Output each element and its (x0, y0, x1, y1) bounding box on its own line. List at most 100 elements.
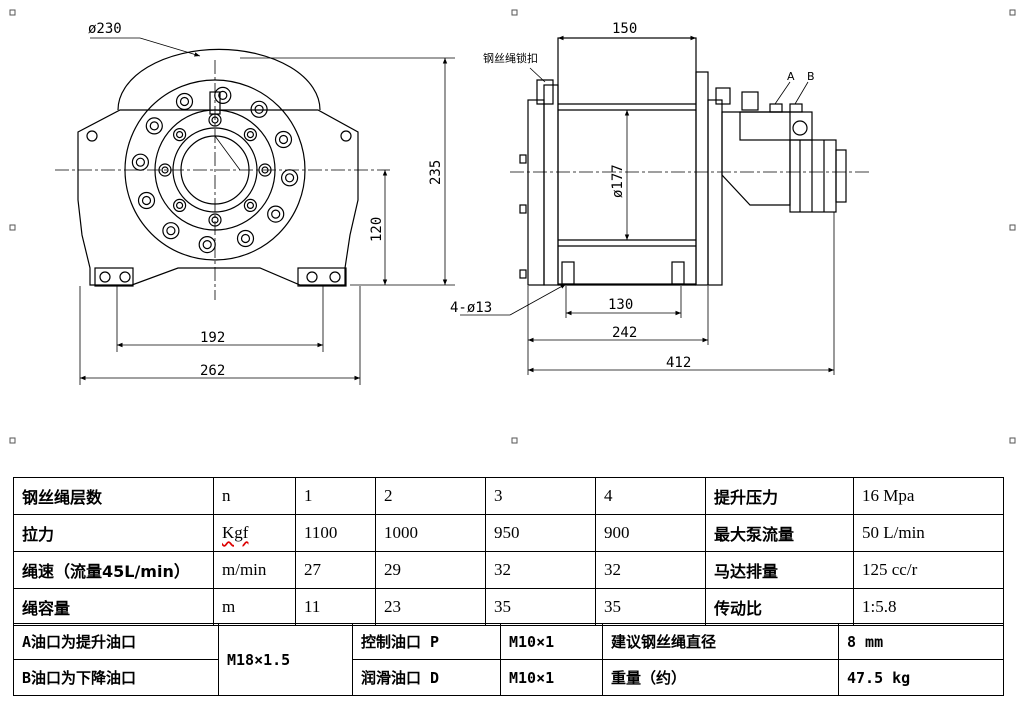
dim-drum-diameter-177: ø177 (610, 164, 626, 198)
dim-width-262: 262 (200, 363, 225, 379)
spec-param-value-cell: 1:5.8 (853, 588, 1004, 626)
spec-unit-text: Kgf (222, 523, 249, 542)
spec-label-cell: 钢丝绳层数 (13, 477, 214, 515)
bolt-hole (131, 153, 149, 171)
bolt-hole (208, 213, 222, 227)
spec-value-layer-4: 900 (595, 514, 706, 552)
dim-base-span-130: 130 (608, 297, 633, 313)
spec-value-layer-4: 32 (595, 551, 706, 589)
spec-param-value-cell: 125 cc/r (853, 551, 1004, 589)
spec-value-layer-1: 1 (295, 477, 376, 515)
spec-unit-cell: Kgf (213, 514, 296, 552)
bolt-hole (250, 100, 268, 118)
bolt-hole-inner (176, 201, 184, 209)
spec-unit-cell: m (213, 588, 296, 626)
dim-height-235: 235 (428, 160, 444, 185)
spec-value-layer-3: 35 (485, 588, 596, 626)
bolt-hole-inner (179, 96, 190, 107)
spec-param-value-cell: 50 L/min (853, 514, 1004, 552)
bolt-hole-inner (254, 104, 264, 114)
spec-param-cell: 提升压力 (705, 477, 854, 515)
b-port-cell: B油口为下降油口 (13, 659, 219, 696)
bolt-hole-inner (271, 209, 281, 219)
port-row-b: B油口为下降油口 润滑油口 D M10×1 重量（约） 47.5 kg (13, 659, 1004, 696)
spec-unit-cell: m/min (213, 551, 296, 589)
rope-dia-label-cell: 建议钢丝绳直径 (602, 623, 839, 660)
bolt-hole-inner (211, 216, 219, 224)
spec-value-layer-1: 27 (295, 551, 376, 589)
bolt-hole (236, 229, 255, 248)
dim-center-height-120: 120 (369, 217, 385, 242)
bolt-hole-inner (246, 131, 254, 139)
bolt-hole-inner (218, 90, 228, 101)
spec-param-cell: 马达排量 (705, 551, 854, 589)
spec-value-layer-2: 29 (375, 551, 486, 589)
bolt-hole (267, 205, 285, 223)
selection-handles (9, 9, 1016, 444)
spec-param-cell: 最大泵流量 (705, 514, 854, 552)
bolt-hole (145, 117, 163, 135)
ab-thread-cell: M18×1.5 (218, 623, 353, 696)
weight-label-cell: 重量（约） (602, 659, 839, 696)
technical-drawing: ø230 235 120 192 262 (9, 9, 1016, 444)
bolt-hole (175, 92, 194, 111)
side-dimensions (460, 35, 835, 375)
spec-unit-cell: n (213, 477, 296, 515)
spec-value-layer-4: 4 (595, 477, 706, 515)
bolt-hole-inner (149, 121, 159, 131)
bolt-hole-inner (161, 166, 169, 174)
rope-clamp-label: 钢丝绳锁扣 (483, 51, 538, 65)
dim-diameter-230: ø230 (88, 21, 122, 37)
bolt-hole (243, 128, 257, 142)
spec-label-cell: 拉力 (13, 514, 214, 552)
bolt-hole (162, 222, 180, 240)
bolt-hole (258, 163, 272, 177)
bolt-hole-inner (135, 157, 145, 167)
bolt-hole-inner (261, 166, 269, 174)
lube-port-cell: 润滑油口 D (352, 659, 501, 696)
dim-drum-width-150: 150 (612, 21, 637, 37)
a-port-cell: A油口为提升油口 (13, 623, 219, 660)
port-table: A油口为提升油口 M18×1.5 控制油口 P M10×1 建议钢丝绳直径 8 … (13, 623, 1004, 696)
port-row-a: A油口为提升油口 M18×1.5 控制油口 P M10×1 建议钢丝绳直径 8 … (13, 623, 1004, 696)
bolt-hole (214, 86, 232, 105)
bolt-hole-inner (240, 233, 251, 244)
bolt-hole (198, 236, 216, 254)
spec-param-value-cell: 16 Mpa (853, 477, 1004, 515)
bolt-hole-inner (246, 201, 254, 209)
port-a-label: A (787, 70, 795, 83)
dim-frame-width-242: 242 (612, 325, 637, 341)
bolt-hole-inner (141, 195, 152, 206)
rope-dia-value-cell: 8 mm (838, 623, 1004, 660)
dim-total-length-412: 412 (666, 355, 691, 371)
bolt-hole-inner (166, 226, 176, 236)
control-thread-cell: M10×1 (500, 623, 603, 660)
side-view (510, 37, 870, 286)
weight-value-cell: 47.5 kg (838, 659, 1004, 696)
spec-value-layer-2: 1000 (375, 514, 486, 552)
bolt-hole (158, 163, 172, 177)
spec-value-layer-1: 1100 (295, 514, 376, 552)
bolt-hole (173, 128, 187, 142)
bolt-hole (173, 198, 187, 212)
spec-label-cell: 绳速（流量45L/min） (13, 551, 214, 589)
spec-value-layer-2: 23 (375, 588, 486, 626)
dim-hole-span-192: 192 (200, 330, 225, 346)
bolt-hole-inner (202, 240, 212, 250)
bolt-hole (137, 191, 156, 210)
lube-thread-cell: M10×1 (500, 659, 603, 696)
spec-value-layer-3: 32 (485, 551, 596, 589)
spec-value-layer-2: 2 (375, 477, 486, 515)
bolt-hole-inner (211, 116, 219, 124)
spec-value-layer-4: 35 (595, 588, 706, 626)
front-dimensions (79, 37, 455, 385)
bolt-hole-inner (278, 134, 289, 145)
spec-value-layer-1: 11 (295, 588, 376, 626)
spec-label-cell: 绳容量 (13, 588, 214, 626)
spec-param-cell: 传动比 (705, 588, 854, 626)
